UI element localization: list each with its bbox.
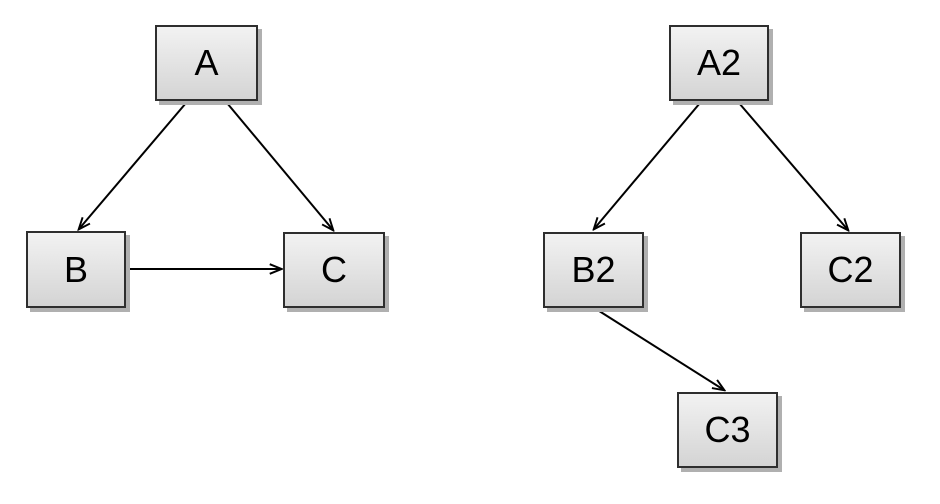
node-label-A2: A2 <box>696 42 742 83</box>
node-A[interactable]: A <box>155 25 258 101</box>
node-label-A: A <box>194 42 219 83</box>
node-label-B: B <box>63 248 88 290</box>
edge-B2-C3[interactable] <box>595 308 724 390</box>
node-label-C3: C3 <box>704 409 751 450</box>
node-label-C: C <box>321 249 347 290</box>
node-B2[interactable]: B2 <box>543 232 644 308</box>
node-B[interactable]: B <box>26 231 126 308</box>
edge-A2-B2[interactable] <box>594 102 701 229</box>
edge-A-C[interactable] <box>226 102 333 230</box>
edge-A2-C2[interactable] <box>738 102 848 230</box>
node-A2[interactable]: A2 <box>669 25 769 101</box>
node-C[interactable]: C <box>283 232 385 308</box>
node-C3[interactable]: C3 <box>677 392 778 468</box>
node-C2[interactable]: C2 <box>800 232 901 308</box>
edge-A-B[interactable] <box>79 102 187 229</box>
edge-group <box>79 102 848 390</box>
node-label-B2: B2 <box>571 249 616 290</box>
node-label-C2: C2 <box>827 249 874 290</box>
